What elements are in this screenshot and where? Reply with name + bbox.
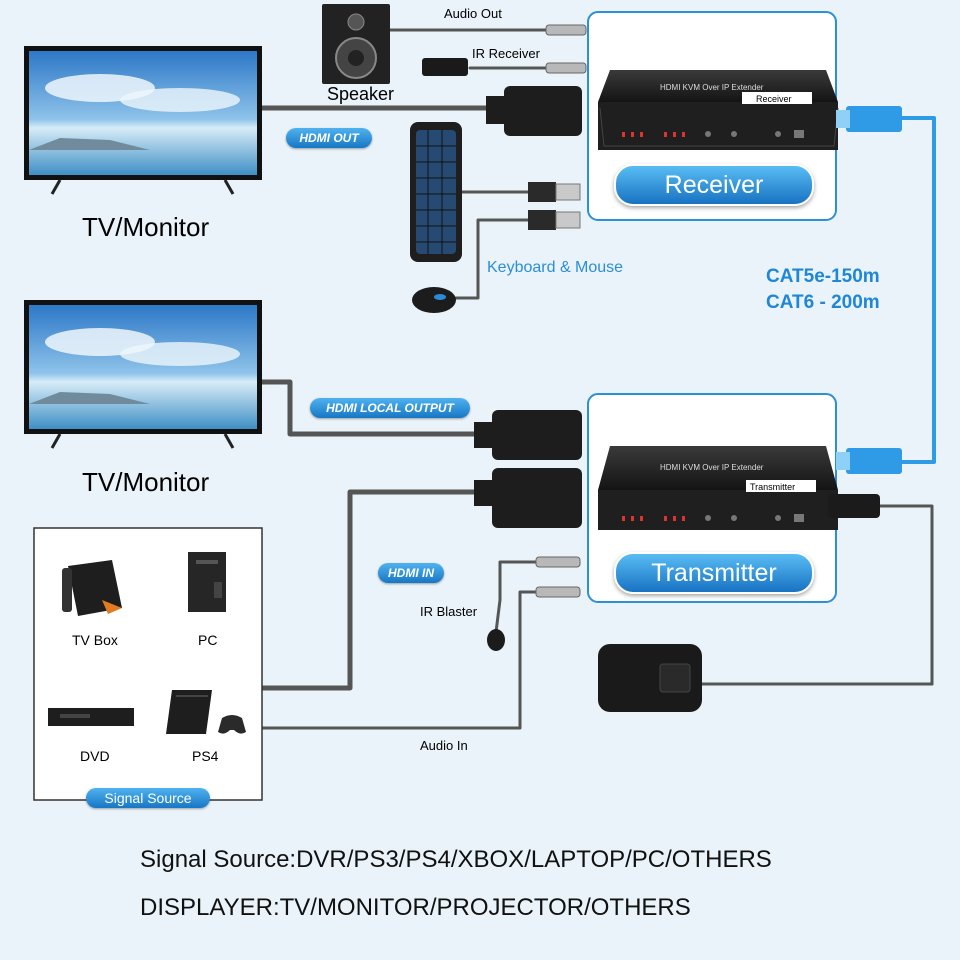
cable-mouse [454, 218, 534, 300]
cable-network [898, 116, 936, 464]
signal-source-item-pc: PC [198, 632, 218, 648]
hdmi-out-badge: HDMI OUT [286, 128, 372, 148]
receiver-device-icon [598, 70, 902, 150]
speaker-icon [322, 4, 390, 84]
cat5e-label: CAT5e-150m [766, 266, 880, 287]
tv-monitor-bottom-label: TV/Monitor [82, 467, 210, 497]
power-adapter-icon [598, 644, 702, 712]
hdmi-plug-icon [474, 410, 582, 528]
footer-line-2: DISPLAYER:TV/MONITOR/PROJECTOR/OTHERS [140, 894, 691, 921]
signal-source-item-ps4: PS4 [192, 748, 219, 764]
audio-out-label: Audio Out [444, 6, 502, 21]
receiver-device-tag: Receiver [756, 94, 792, 104]
audio-jack-icon [535, 556, 581, 598]
ps4-icon [166, 690, 246, 734]
receiver-button: Receiver [614, 164, 814, 206]
hdmi-local-output-badge: HDMI LOCAL OUTPUT [310, 398, 470, 418]
tv-box-icon [62, 560, 122, 616]
signal-source-badge: Signal Source [86, 788, 210, 808]
cable-hdmi-in [259, 489, 481, 691]
audio-in-label: Audio In [420, 738, 468, 753]
speaker-label: Speaker [327, 84, 395, 104]
ir-blaster-icon [487, 629, 505, 651]
transmitter-button: Transmitter [614, 552, 814, 594]
ir-receiver-icon [422, 58, 587, 76]
tv-monitor-bottom [24, 300, 262, 449]
ir-receiver-label: IR Receiver [472, 46, 540, 61]
receiver-device-text: HDMI KVM Over IP Extender [660, 83, 764, 92]
pc-icon [188, 552, 226, 612]
cable-ir-blaster [494, 560, 542, 634]
dvd-icon [48, 708, 134, 726]
hdmi-plug-icon [486, 86, 582, 136]
tv-monitor-top [24, 46, 262, 195]
cable-audio-in [260, 590, 542, 730]
transmitter-device-icon [598, 446, 902, 530]
transmitter-device-text: HDMI KVM Over IP Extender [660, 463, 764, 472]
transmitter-device-tag: Transmitter [750, 482, 795, 492]
cat6-label: CAT6 - 200m [766, 292, 880, 313]
audio-jack-icon [545, 24, 587, 36]
usb-plug-icon [528, 182, 581, 230]
keyboard-mouse-label: Keyboard & Mouse [487, 259, 624, 276]
signal-source-item-tv-box: TV Box [72, 632, 118, 648]
mouse-icon [412, 287, 456, 313]
keyboard-icon [410, 122, 462, 262]
footer-line-1: Signal Source:DVR/PS3/PS4/XBOX/LAPTOP/PC… [140, 846, 772, 873]
tv-monitor-top-label: TV/Monitor [82, 212, 210, 242]
cable-hdmi-local [259, 379, 481, 437]
cables [259, 16, 936, 730]
hdmi-in-badge: HDMI IN [378, 563, 444, 583]
ir-blaster-label: IR Blaster [420, 604, 478, 619]
signal-source-item-dvd: DVD [80, 748, 110, 764]
